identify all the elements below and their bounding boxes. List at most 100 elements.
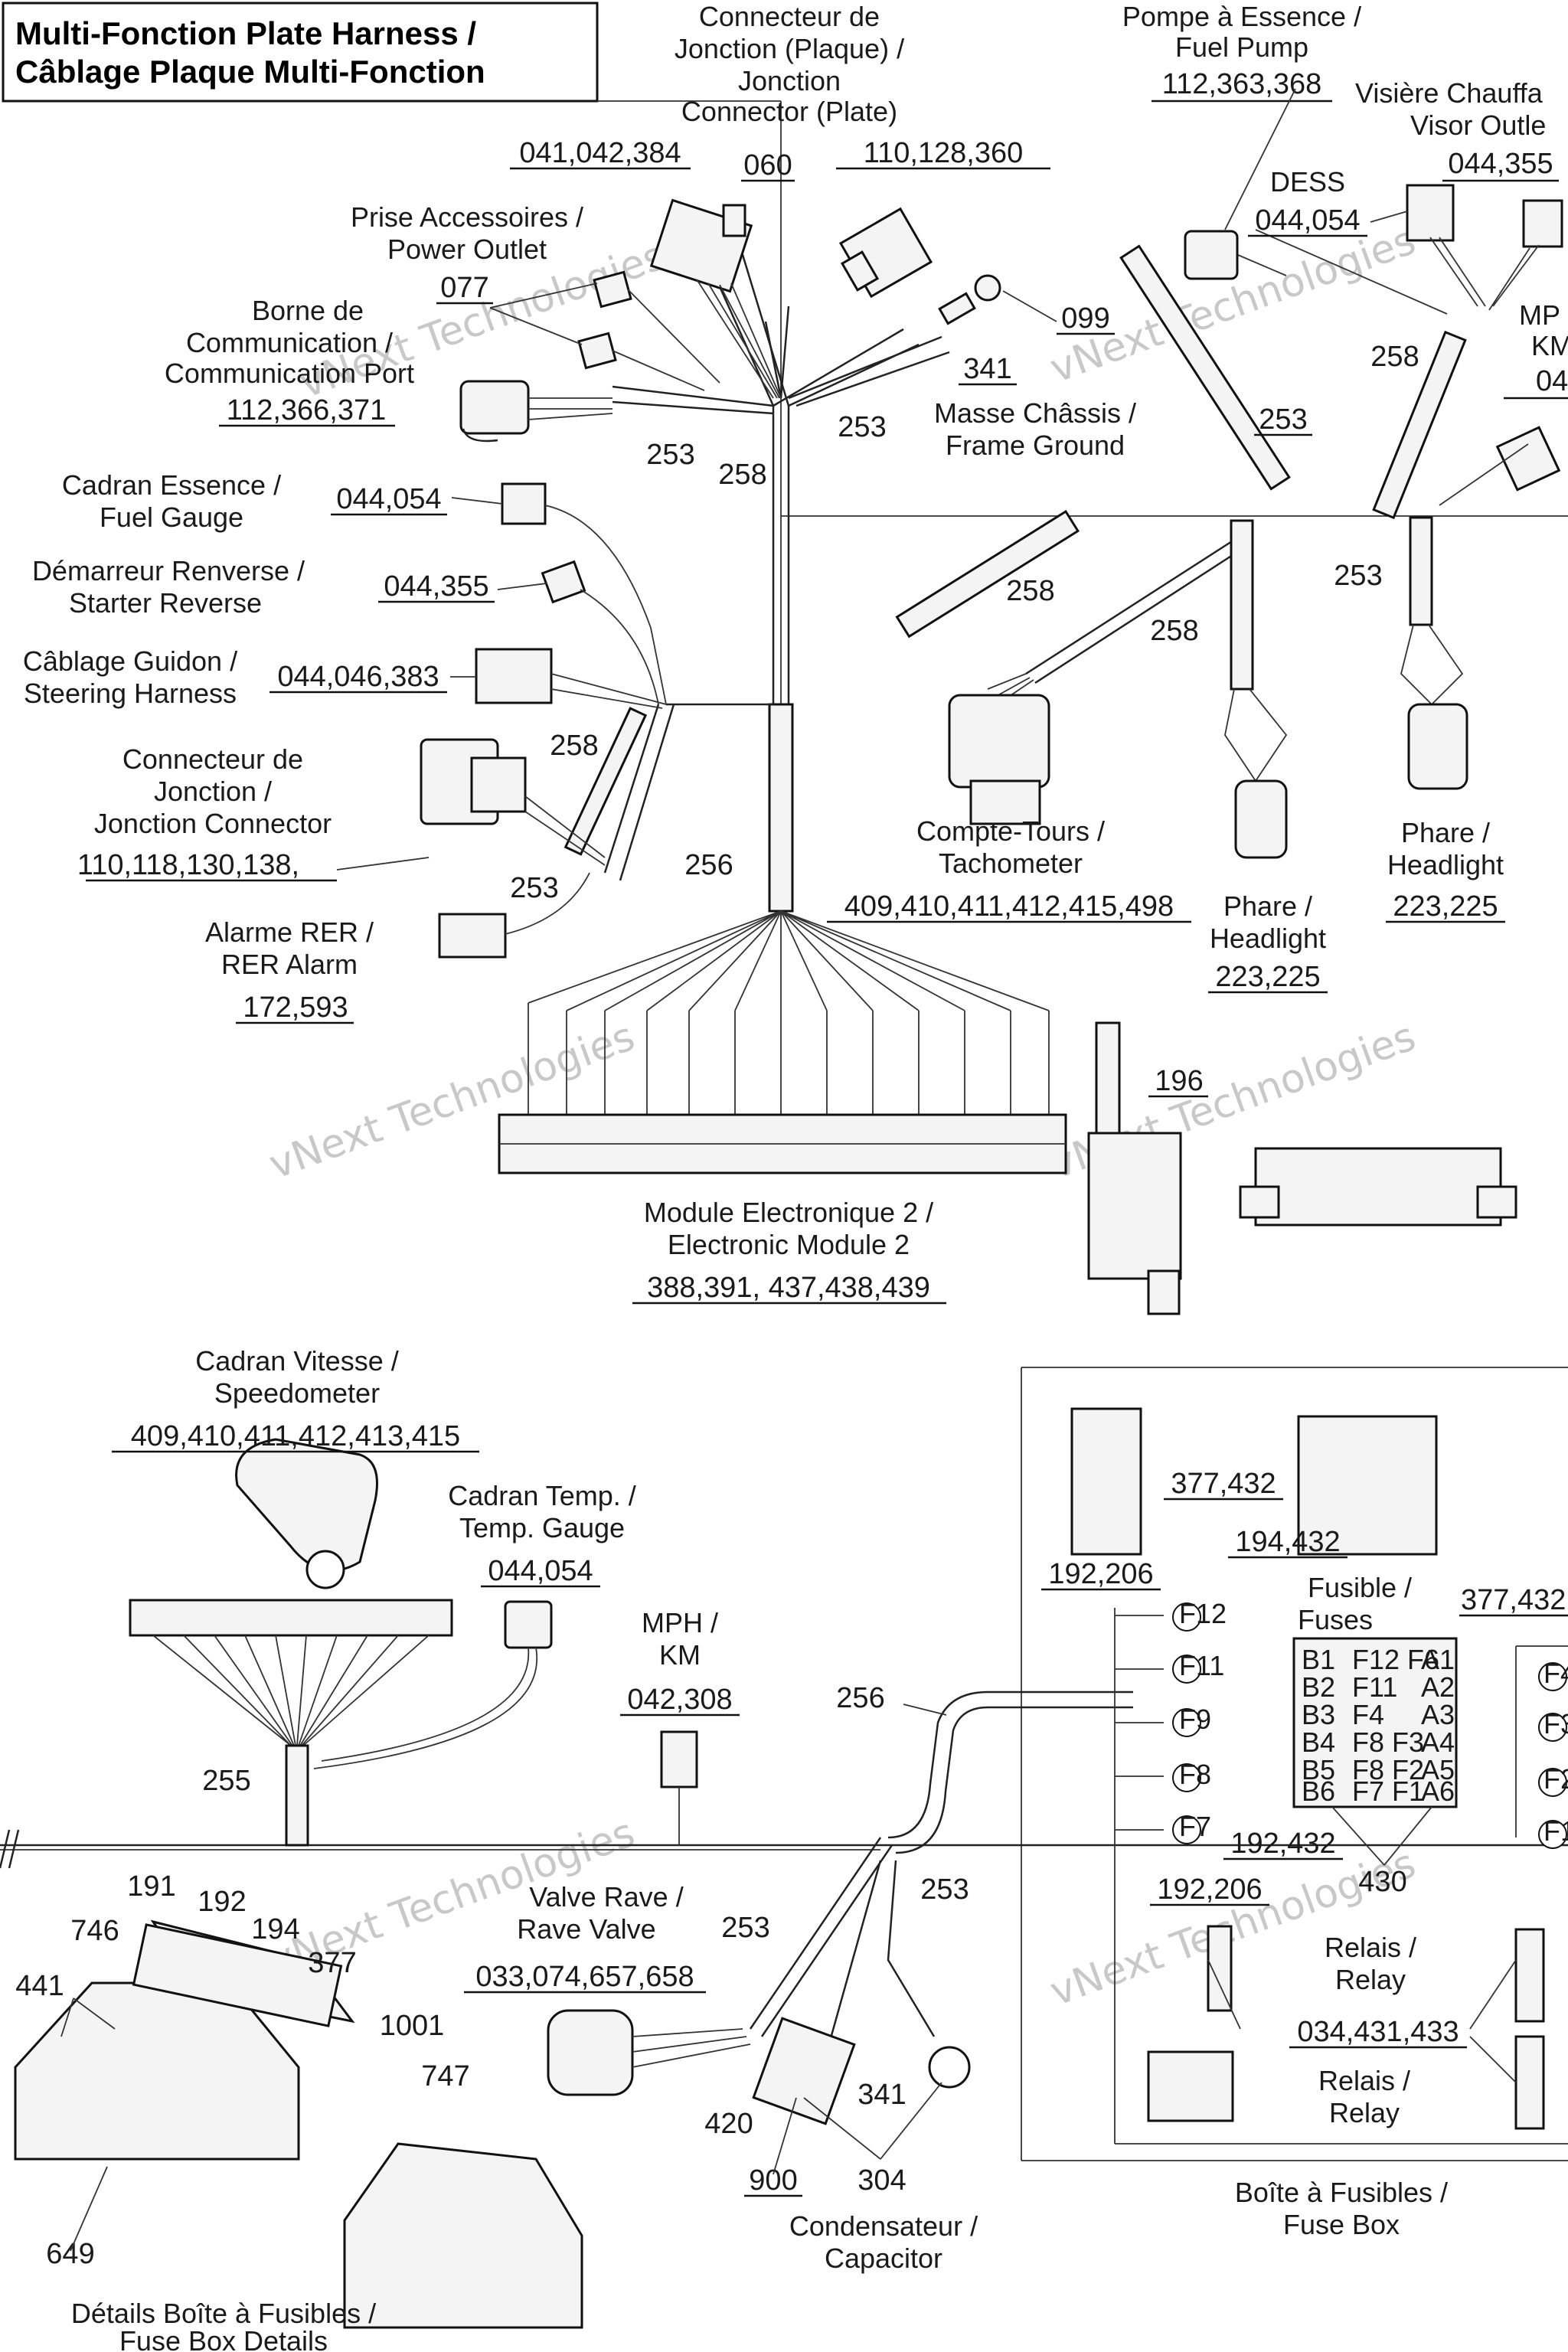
fuse-tag-f2: F2 xyxy=(1538,1763,1568,1797)
title-line-1: Multi-Fonction Plate Harness / xyxy=(15,15,476,51)
ref-253f: 253 xyxy=(920,1873,969,1906)
speedometer-gauge xyxy=(129,1438,453,1847)
ref-060: 060 xyxy=(743,149,792,181)
svg-text:A5: A5 xyxy=(1421,1754,1455,1785)
ref-192-206b: 192,206 xyxy=(1157,1873,1262,1906)
label-valve-2: Rave Valve xyxy=(517,1913,655,1945)
ref-099: 099 xyxy=(1061,302,1109,335)
label-boite-2: Fuse Box xyxy=(1283,2209,1400,2240)
label-fusible-1: Fusible / xyxy=(1308,1572,1412,1603)
ref-223b: 223,225 xyxy=(1215,961,1320,993)
ref-dess: 044,054 xyxy=(1255,204,1360,237)
communication-port xyxy=(459,380,613,443)
ref-041: 041,042,384 xyxy=(519,137,681,169)
ref-194-432: 194,432 xyxy=(1235,1526,1340,1558)
label-masse-2: Frame Ground xyxy=(946,430,1125,461)
fuel-gauge-connector xyxy=(501,482,667,705)
ref-746: 746 xyxy=(70,1915,119,1947)
mph-km-connector xyxy=(660,1730,698,1845)
label-jonction-plate-2: Jonction (Plaque) / xyxy=(675,33,904,64)
label-fusible-2: Fuses xyxy=(1298,1604,1373,1635)
label-cadran-essence-1: Cadran Essence / xyxy=(62,469,281,501)
headlight-harness-1 xyxy=(1224,519,1288,859)
label-mph-bottom-2: KM xyxy=(659,1639,701,1671)
label-cadran-essence-2: Fuel Gauge xyxy=(100,501,243,533)
label-cadran-vitesse-1: Cadran Vitesse / xyxy=(195,1345,398,1377)
fuse-tags: F12 F11 F9 F8 F7 F4 F3 F2 F1 xyxy=(1172,1598,1568,1849)
label-alarme-2: RER Alarm xyxy=(221,949,358,980)
label-relais2-2: Relay xyxy=(1329,2097,1400,2128)
svg-text:F1: F1 xyxy=(1544,1815,1568,1847)
ref-258c: 258 xyxy=(550,730,598,762)
fuse-tag-f1: F1 xyxy=(1538,1815,1568,1849)
fuse-table xyxy=(1292,1637,1458,1808)
ref-steering: 044,046,383 xyxy=(277,661,439,693)
ref-377: 377 xyxy=(308,1947,356,1979)
svg-text:A4: A4 xyxy=(1421,1726,1455,1758)
svg-text:F7 F1: F7 F1 xyxy=(1352,1775,1424,1807)
jonction-plate-connector-2 xyxy=(838,207,933,299)
ref-253g: 253 xyxy=(721,1912,769,1944)
steering-harness-connector xyxy=(475,648,667,709)
label-dess: DESS xyxy=(1270,166,1345,198)
label-relais1-1: Relais / xyxy=(1325,1932,1416,1963)
fuse-tag-f3: F3 xyxy=(1538,1708,1568,1742)
svg-text:B6: B6 xyxy=(1302,1775,1335,1807)
ref-258e: 258 xyxy=(1150,615,1198,647)
ref-module: 388,391, 437,438,439 xyxy=(647,1272,930,1304)
ref-192-432: 192,432 xyxy=(1230,1828,1335,1860)
svg-text:F12: F12 xyxy=(1179,1598,1227,1629)
svg-text:F9: F9 xyxy=(1179,1704,1211,1735)
fuse-tag-f4: F4 xyxy=(1538,1658,1568,1691)
svg-text:F3: F3 xyxy=(1544,1708,1568,1740)
ref-196: 196 xyxy=(1155,1065,1203,1097)
ref-relay: 034,431,433 xyxy=(1297,2016,1459,2048)
svg-text:A2: A2 xyxy=(1421,1671,1455,1703)
label-relais2-1: Relais / xyxy=(1318,2065,1410,2096)
label-phare1-1: Phare / xyxy=(1223,890,1312,922)
label-visiere-2: Visor Outle xyxy=(1410,109,1546,141)
label-condensateur-2: Capacitor xyxy=(825,2243,942,2274)
label-visiere-1: Visière Chauffa xyxy=(1355,77,1544,109)
label-jonction-plate-1: Connecteur de xyxy=(699,1,880,32)
label-jonction-mid-1: Connecteur de xyxy=(122,743,303,775)
main-trunk xyxy=(564,229,950,913)
label-cablage-guidon-2: Steering Harness xyxy=(24,678,237,709)
visor-outlet-connector xyxy=(1522,199,1563,248)
ref-430: 430 xyxy=(1358,1866,1406,1898)
svg-text:F8 F2: F8 F2 xyxy=(1352,1754,1424,1785)
label-compte-tours-1: Compte-Tours / xyxy=(916,815,1105,847)
ref-253e: 253 xyxy=(510,872,558,904)
electronic-module-2 xyxy=(498,910,1517,1315)
ref-304: 304 xyxy=(858,2164,906,2197)
label-prise-1: Prise Accessoires / xyxy=(351,201,583,233)
label-jonction-mid-2: Jonction / xyxy=(154,776,272,807)
svg-text:F11: F11 xyxy=(1179,1650,1224,1681)
ref-110-118: 110,118,130,138, xyxy=(77,849,299,881)
power-outlet-parts xyxy=(577,270,720,391)
temp-gauge-connector xyxy=(313,1600,553,1769)
label-cadran-temp-2: Temp. Gauge xyxy=(459,1512,625,1544)
fuse-tag-f7: F7 xyxy=(1172,1811,1211,1844)
label-phare2-2: Headlight xyxy=(1387,849,1504,880)
ref-420: 420 xyxy=(704,2108,753,2140)
label-demarreur-2: Starter Reverse xyxy=(69,587,262,619)
capacitor xyxy=(752,1860,971,2125)
ref-valve: 033,074,657,658 xyxy=(475,1961,694,1993)
ref-112-363: 112,363,368 xyxy=(1162,68,1322,100)
ref-258a: 258 xyxy=(1370,341,1419,373)
svg-text:B2: B2 xyxy=(1302,1671,1335,1703)
svg-text:B5: B5 xyxy=(1302,1754,1335,1785)
fuse-tag-f12: F12 xyxy=(1172,1598,1227,1632)
ref-341b: 341 xyxy=(858,2079,906,2111)
label-alarme-1: Alarme RER / xyxy=(205,916,374,948)
ref-441: 441 xyxy=(15,1970,64,2002)
ref-194: 194 xyxy=(251,1913,299,1945)
label-borne-1: Borne de xyxy=(252,295,364,326)
fuse-table-text: B1 B2 B3 B4 B5 B6 F12 F6 F11 F4 F8 F3 F8… xyxy=(1302,1644,1455,1807)
label-cadran-temp-1: Cadran Temp. / xyxy=(448,1480,635,1511)
ref-253b: 253 xyxy=(1259,403,1307,436)
jonction-connector-mid xyxy=(420,738,606,866)
svg-text:F12 F6: F12 F6 xyxy=(1352,1644,1439,1675)
